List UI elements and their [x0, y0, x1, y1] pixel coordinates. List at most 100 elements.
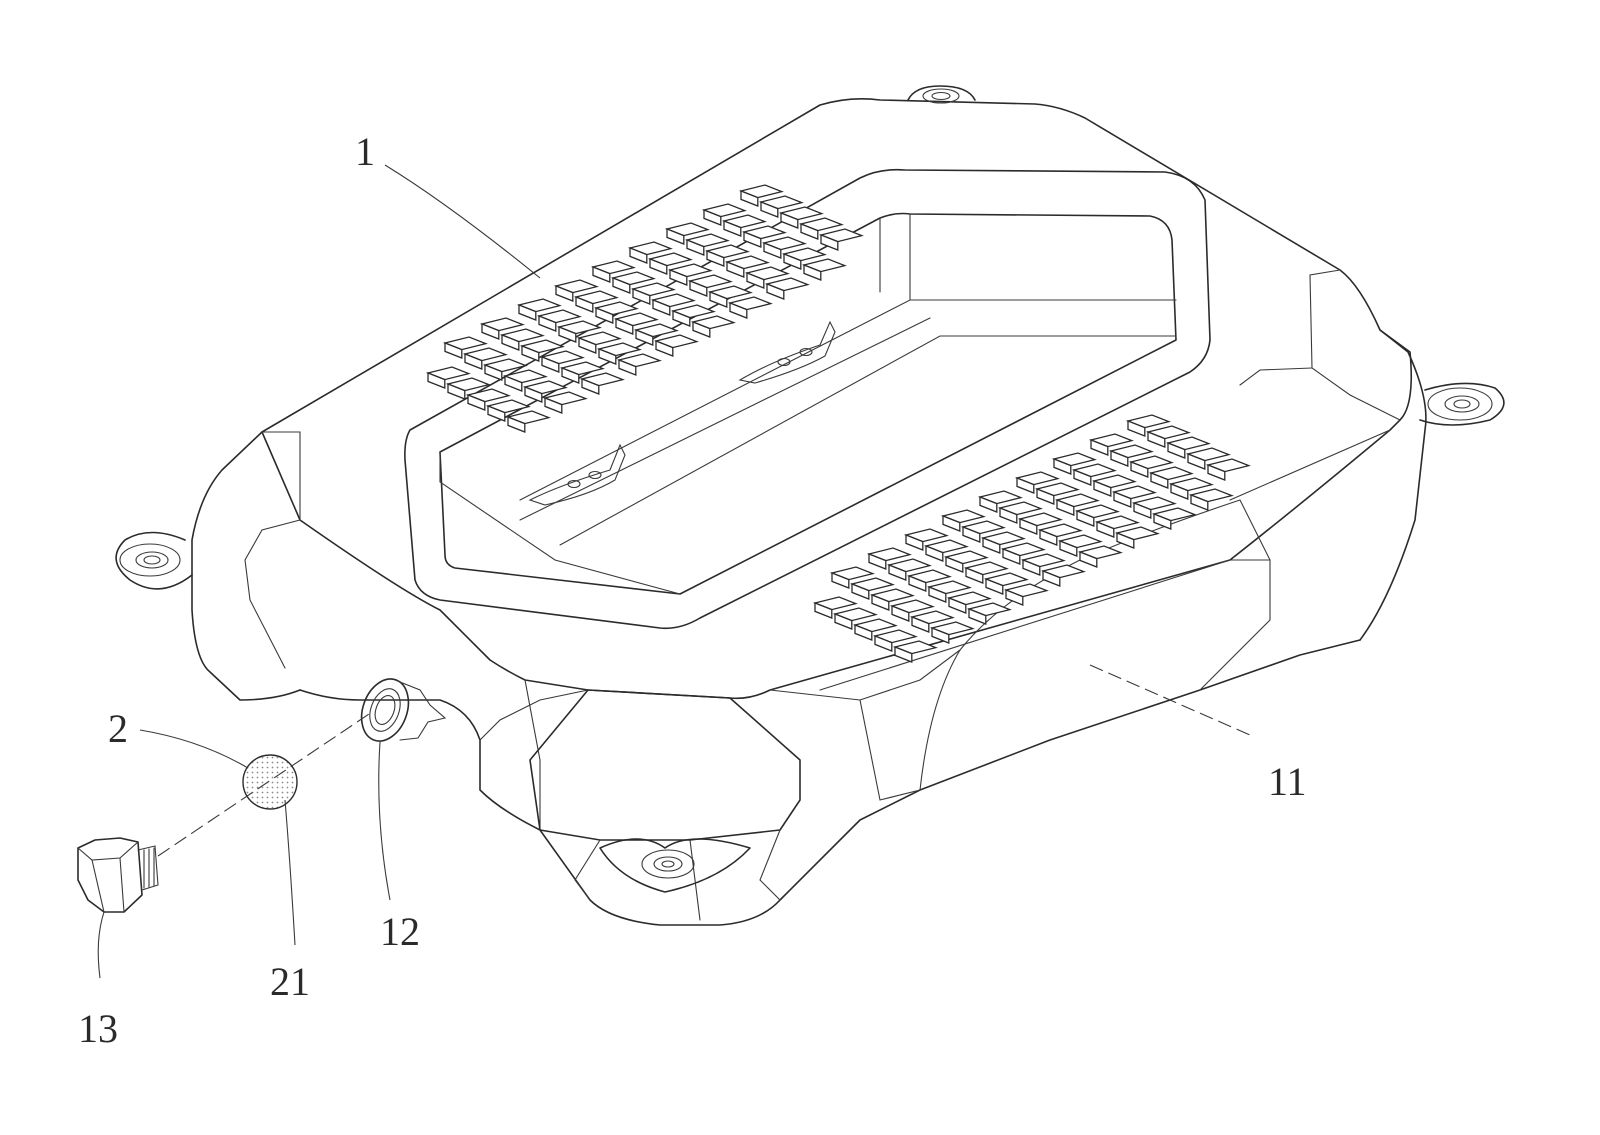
anti-slip-pad-cell-side [908, 575, 927, 592]
anti-slip-pad-cell-side [831, 572, 850, 589]
mounting-lug-top [907, 85, 976, 104]
anti-slip-pad-cell-side [871, 594, 890, 611]
anti-slip-pad-cell-side [834, 613, 853, 630]
anti-slip-pad-cell-side [669, 269, 688, 286]
anti-slip-pad-cell-side [783, 253, 802, 270]
anti-slip-pad-cell-side [1090, 439, 1109, 456]
inner-rim-outer [404, 168, 1211, 630]
anti-slip-pad-cell-side [1133, 502, 1152, 519]
anti-slip-pad-cell-side [1127, 420, 1146, 437]
anti-slip-pad-cell-side [1079, 551, 1098, 568]
anti-slip-pad-cell-side [1190, 494, 1209, 511]
inner-rim-inner [439, 212, 1177, 595]
anti-slip-pad-cell-side [803, 264, 822, 281]
anti-slip-pad-cell-side [689, 280, 708, 297]
ref-label-13: 13 [78, 1006, 118, 1051]
anti-slip-pad-cell-side [891, 605, 910, 622]
anti-slip-pad-cell-side [1130, 461, 1149, 478]
anti-slip-pad-cell-side [652, 299, 671, 316]
anti-slip-pad-cell-side [666, 228, 685, 245]
anti-slip-pad-cell-side [544, 397, 563, 414]
anti-slip-pad-cell-side [945, 556, 964, 573]
ref-label-12: 12 [380, 909, 420, 954]
anti-slip-pad-cell-side [965, 567, 984, 584]
anti-slip-pad-cell-side [464, 353, 483, 370]
anti-slip-pad-cell-side [746, 272, 765, 289]
anti-slip-pads-upper [425, 184, 864, 433]
anti-slip-pad-cell-side [615, 318, 634, 335]
anti-slip-pad-cell-side [1167, 442, 1186, 459]
body-top-outline [261, 98, 1413, 700]
anti-slip-pad-cell-side [541, 356, 560, 373]
anti-slip-pad-cell-side [581, 378, 600, 395]
anti-slip-pad-cell-side [726, 261, 745, 278]
anti-slip-pad-cell-side [1073, 469, 1092, 486]
anti-slip-pad-cell-side [931, 627, 950, 644]
anti-slip-pad-cell-side [1076, 510, 1095, 527]
anti-slip-pad-cell-side [578, 337, 597, 354]
anti-slip-pad-cell-side [598, 348, 617, 365]
anti-slip-pad-cell-side [595, 307, 614, 324]
anti-slip-pad-cell-side [655, 340, 674, 357]
body-bottom-hull [299, 639, 1361, 926]
anti-slip-pad-cell-side [1036, 488, 1055, 505]
anti-slip-pad-cell-side [911, 616, 930, 633]
anti-slip-pad-cell-side [1056, 499, 1075, 516]
anti-slip-pad-cell-side [481, 323, 500, 340]
anti-slip-pad-cell-side [1150, 472, 1169, 489]
ref-label-1: 1 [355, 129, 375, 174]
anti-slip-pad-cell-side [760, 201, 779, 218]
anti-slip-pad-cell-side [1093, 480, 1112, 497]
anti-slip-pad-cell-side [1153, 513, 1172, 530]
anti-slip-pad-cell-side [1022, 559, 1041, 576]
mounting-lug-front [599, 838, 751, 893]
anti-slip-pad-cell-side [703, 209, 722, 226]
anti-slip-pad-cell-side [427, 372, 446, 389]
leader-1 [384, 164, 541, 279]
anti-slip-pad-cell-side [672, 310, 691, 327]
anti-slip-pad-cell-side [766, 283, 785, 300]
anti-slip-pad-cell-side [561, 367, 580, 384]
anti-slip-pad-cell-side [686, 239, 705, 256]
leader-12 [378, 741, 391, 901]
anti-slip-pad-cell-side [1113, 491, 1132, 508]
anti-slip-pad-cell-side [982, 537, 1001, 554]
anti-slip-pad-cell-side [709, 291, 728, 308]
anti-slip-pad-cell-side [1005, 589, 1024, 606]
anti-slip-pad-cell-side [800, 223, 819, 240]
leader-11-dashed [1089, 664, 1251, 736]
filler-neck-12 [360, 678, 447, 742]
anti-slip-pad-cell-side [524, 386, 543, 403]
anti-slip-pad-cell-side [447, 383, 466, 400]
anti-slip-pad-cell-side [555, 285, 574, 302]
anti-slip-pad-cell-side [649, 258, 668, 275]
anti-slip-pad-cell-side [743, 231, 762, 248]
deck-clip-left [528, 443, 626, 506]
anti-slip-pad-cell-side [999, 507, 1018, 524]
deck-clip-right [738, 320, 836, 384]
anti-slip-pad-cell-side [1187, 453, 1206, 470]
anti-slip-pad-cell-side [1039, 529, 1058, 546]
anti-slip-pad-cell-side [1053, 458, 1072, 475]
anti-slip-pad-cell-side [1116, 532, 1135, 549]
front-end-pad [529, 689, 801, 841]
leader-13 [97, 911, 105, 979]
anti-slip-pad-cell-side [729, 302, 748, 319]
anti-slip-pad-cell-side [484, 364, 503, 381]
anti-slip-pad-cell-side [612, 277, 631, 294]
anti-slip-pad-cell-side [905, 534, 924, 551]
anti-slip-pad-cell-side [868, 553, 887, 570]
anti-slip-pad-cell-side [575, 296, 594, 313]
deck-recess [439, 451, 681, 595]
anti-slip-pad-cell-side [888, 564, 907, 581]
anti-slip-pad-cell-side [894, 646, 913, 663]
anti-slip-pad-cell-side [763, 242, 782, 259]
anti-slip-pad-cell-side [592, 266, 611, 283]
anti-slip-pads-lower [812, 414, 1251, 663]
anti-slip-pad-cell-side [1016, 477, 1035, 494]
anti-slip-pad-cell-side [618, 359, 637, 376]
anti-slip-pad-cell-side [558, 326, 577, 343]
ref-label-21: 21 [270, 959, 310, 1004]
anti-slip-pad-cell-side [507, 416, 526, 433]
